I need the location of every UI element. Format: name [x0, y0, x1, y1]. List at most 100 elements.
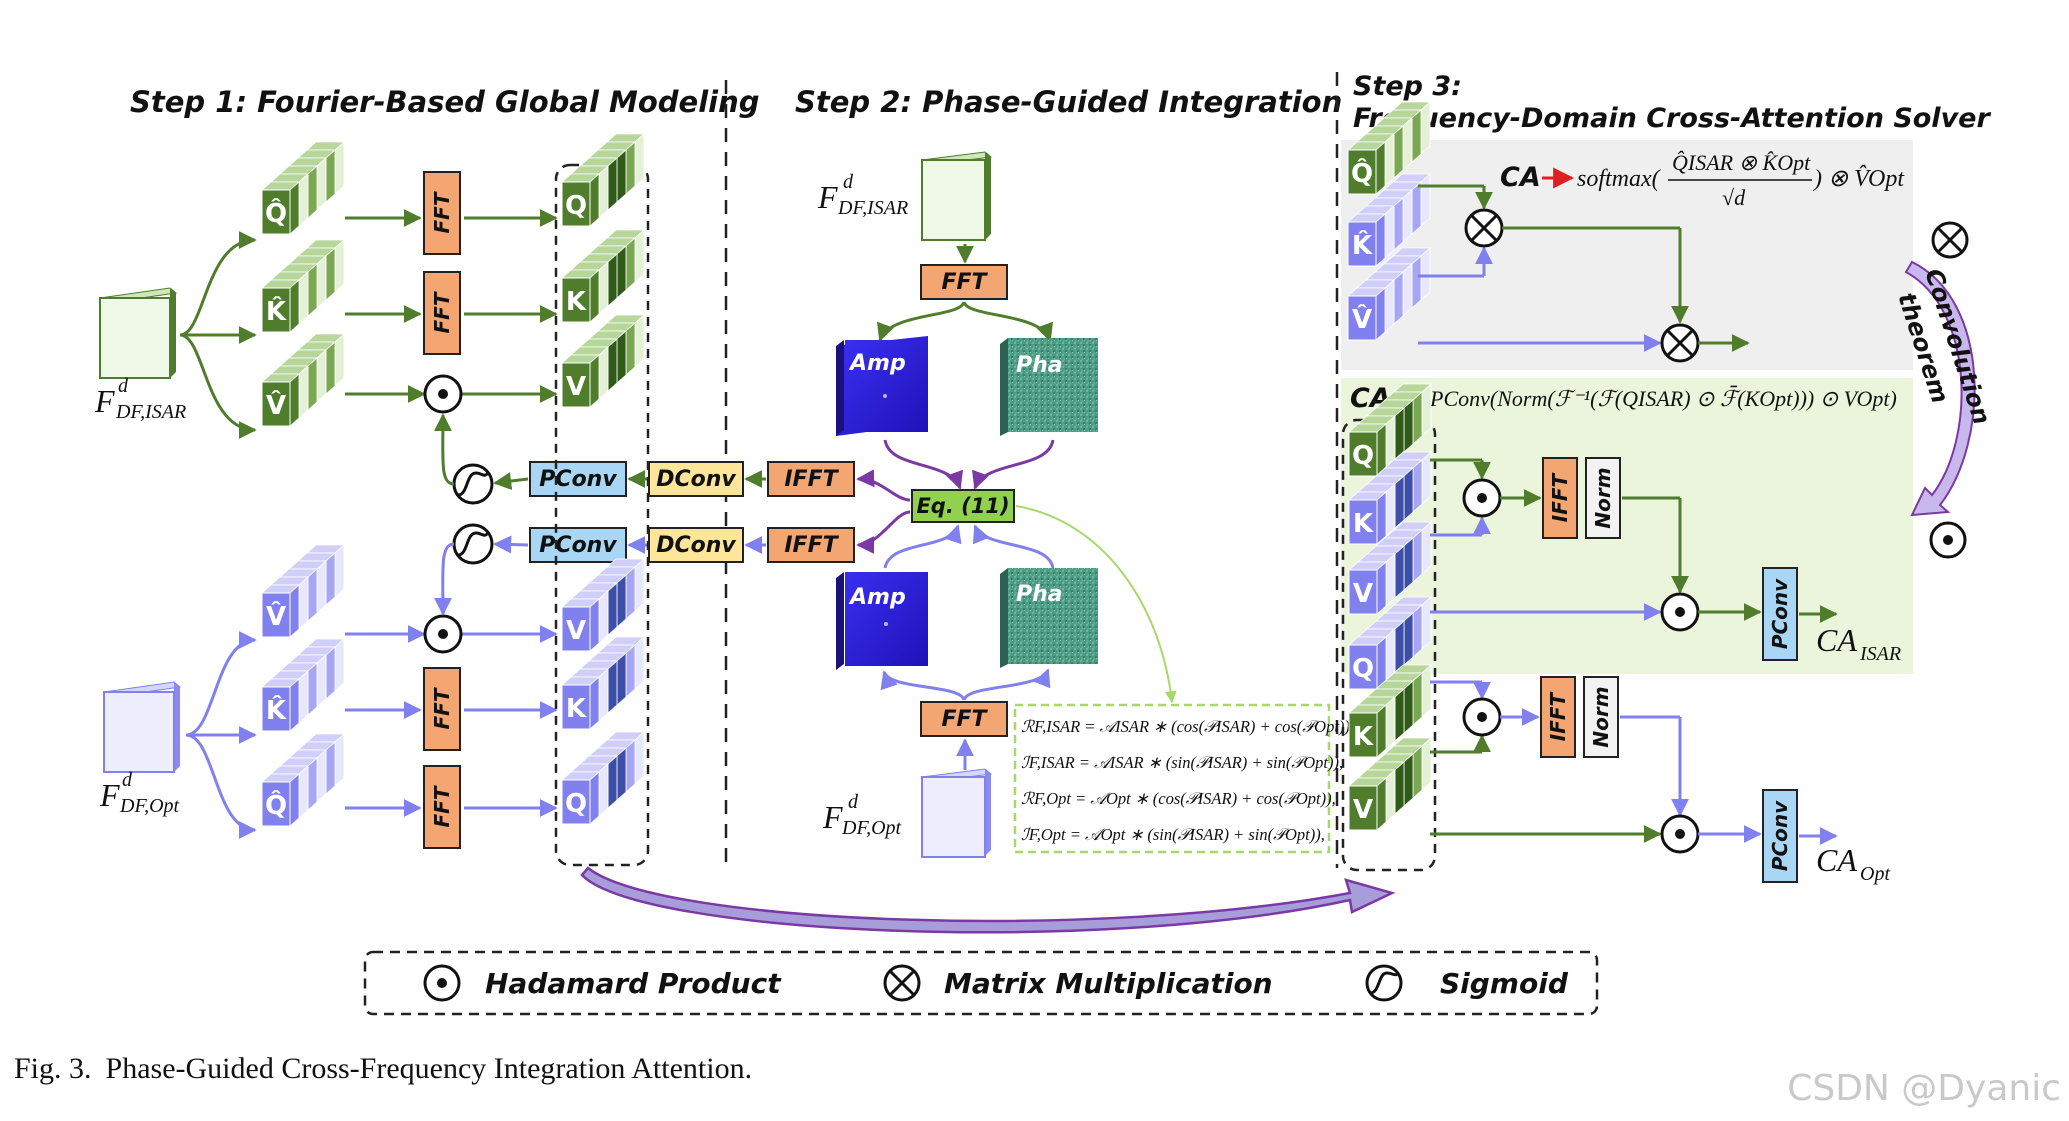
- svg-text:IFFT: IFFT: [1548, 472, 1572, 522]
- ca-isar-output: CA: [1816, 622, 1857, 658]
- svg-text:PConv: PConv: [1768, 800, 1792, 871]
- fft-block-step2-opt: FFT: [920, 701, 1008, 737]
- arrow-pconv-sigmoid-isar: [493, 472, 529, 490]
- arrow-pha-eq-isar: [972, 439, 1055, 490]
- formula2: PConv(Norm(ℱ⁻¹(ℱ(QISAR) ⊙ ℱ̄(KOpt))) ⊙ V…: [1429, 385, 1897, 411]
- hadamard-v-isar: [1660, 592, 1700, 632]
- svg-text:Eq. (11): Eq. (11): [916, 494, 1009, 518]
- hadamard-isar-v: [423, 374, 463, 414]
- svg-text:Norm: Norm: [1591, 467, 1615, 528]
- svg-text:FFT: FFT: [941, 707, 988, 732]
- tensor-opt-k: K: [560, 636, 646, 730]
- step3-tensor-khat-label: K̂: [1352, 229, 1373, 261]
- arrow-amp-eq-isar: [883, 439, 963, 490]
- arrow-sigmoid-hadamard-opt: [433, 542, 455, 616]
- ifft-block-isar: IFFT: [767, 461, 855, 497]
- step3-tensor-v-isar: V: [1347, 737, 1433, 831]
- step3-tensor-v-opt: V: [1347, 521, 1433, 615]
- svg-text:Pha: Pha: [1016, 353, 1063, 378]
- input-f-isar-plane: [98, 287, 178, 379]
- arrow-fft-pha-opt: [962, 668, 1051, 701]
- amp-map-opt: Amp: [836, 572, 928, 670]
- tensor-isar-v: V: [560, 314, 646, 408]
- step3-frequency-panel: [1341, 378, 1913, 674]
- step3-title-line1: Step 3:: [1353, 71, 1462, 102]
- tensor-isar-vhat: V̂: [260, 333, 346, 427]
- tensor-isar-q: Q: [560, 133, 646, 227]
- svg-text:PConv: PConv: [539, 467, 617, 492]
- step2-title: Step 2: Phase-Guided Integration: [795, 85, 1342, 119]
- tensor-opt-qhat: Q̂: [260, 733, 346, 827]
- svg-text:FFT: FFT: [430, 687, 454, 729]
- branch-isar-qhat: [179, 231, 257, 337]
- step3-tensor-k-opt: K: [1347, 451, 1433, 545]
- ifft-block-step3-opt: IFFT: [1540, 676, 1576, 758]
- tensor-isar-v-label: V: [566, 372, 586, 402]
- matmul-icon-right: [1931, 221, 1969, 259]
- ca-opt-output: CA: [1816, 842, 1857, 878]
- f-opt-label: F: [99, 777, 120, 813]
- matmul-qkv: [1660, 323, 1700, 363]
- input-f-opt-plane: [102, 681, 182, 773]
- hadamard-qk-opt: [1462, 697, 1502, 737]
- arrow-fft-amp-opt: [880, 670, 966, 701]
- convolution-theorem-arrow: [1904, 260, 1976, 517]
- arrow-eq-ifft-opt: [856, 510, 911, 554]
- tensor-opt-qhat-label: Q̂: [265, 789, 287, 821]
- step2-f-isar-sub: DF,ISAR: [837, 197, 908, 219]
- arrow-amp-eq-opt: [883, 524, 962, 569]
- tensor-isar-khat: K̂: [260, 239, 346, 333]
- branch-opt-vhat: [185, 631, 257, 737]
- svg-text:Amp: Amp: [848, 351, 906, 376]
- tensor-opt-v-label: V: [566, 616, 586, 646]
- formula1-numerator: Q̂ISAR ⊗ K̂Opt: [1672, 150, 1811, 175]
- tensor-isar-k: K: [560, 229, 646, 323]
- svg-text:FFT: FFT: [941, 270, 988, 295]
- pconv-block-isar: PConv: [529, 461, 627, 497]
- f-isar-sub: DF,ISAR: [115, 401, 186, 423]
- fft-block-isar-k: FFT: [423, 271, 461, 355]
- step3-tensor-khat: K̂: [1346, 173, 1432, 267]
- pconv-block-step3-opt: PConv: [1762, 789, 1798, 883]
- ca-opt-output-sub: Opt: [1860, 863, 1890, 885]
- fft-block-step2-isar: FFT: [920, 264, 1008, 300]
- formula1-prefix: softmax(: [1577, 166, 1662, 192]
- norm-block-step3-isar: Norm: [1585, 457, 1621, 539]
- caption-text: Phase-Guided Cross-Frequency Integration…: [105, 1052, 753, 1085]
- svg-text:IFFT: IFFT: [784, 467, 839, 492]
- step3-tensor-k-isar-label: K: [1353, 722, 1374, 752]
- tensor-opt-v: V: [560, 558, 646, 652]
- equation-4: ℐF,Opt = 𝒜Opt ∗ (sin(𝒫ISAR) + sin(𝒫Opt))…: [1021, 825, 1325, 844]
- eq11-block: Eq. (11): [911, 489, 1015, 523]
- hadamard-v-opt: [1660, 814, 1700, 854]
- sigmoid-opt: [452, 523, 494, 565]
- step3-tensor-q-opt-label: Q: [1352, 654, 1374, 684]
- step3-tensor-qhat: Q̂: [1346, 101, 1432, 195]
- ca-label-1: CA: [1500, 162, 1541, 193]
- arrow-fft-pha-isar: [962, 301, 1053, 342]
- svg-text:FFT: FFT: [430, 191, 454, 233]
- tensor-opt-khat-label: K̂: [266, 694, 287, 726]
- arrow-eq-ifft-isar: [856, 469, 911, 502]
- hadamard-icon-right: [1929, 521, 1967, 559]
- svg-text:DConv: DConv: [656, 533, 736, 558]
- step2-input-isar-plane: [920, 151, 993, 241]
- ifft-block-step3-isar: IFFT: [1542, 457, 1578, 539]
- step3-tensor-vhat-label: V̂: [1352, 303, 1372, 335]
- arrow-eq-equations: [1015, 505, 1177, 704]
- pha-map-isar: Pha: [1000, 338, 1098, 436]
- transfer-arrow: [580, 866, 1396, 934]
- svg-text:PConv: PConv: [539, 533, 617, 558]
- dconv-block-isar: DConv: [648, 461, 744, 497]
- tensor-isar-vhat-label: V̂: [266, 389, 286, 421]
- tensor-opt-q-label: Q: [565, 789, 587, 819]
- step3-tensor-v-isar-label: V: [1353, 795, 1373, 825]
- legend-matmul-label: Matrix Multiplication: [944, 967, 1273, 1000]
- tensor-isar-k-label: K: [566, 287, 587, 317]
- svg-text:PConv: PConv: [1768, 578, 1792, 649]
- svg-text:FFT: FFT: [430, 291, 454, 333]
- svg-text:Norm: Norm: [1589, 686, 1613, 747]
- ca-isar-output-sub: ISAR: [1859, 643, 1901, 665]
- svg-text:Pha: Pha: [1016, 582, 1063, 607]
- fft-block-opt-q: FFT: [423, 765, 461, 849]
